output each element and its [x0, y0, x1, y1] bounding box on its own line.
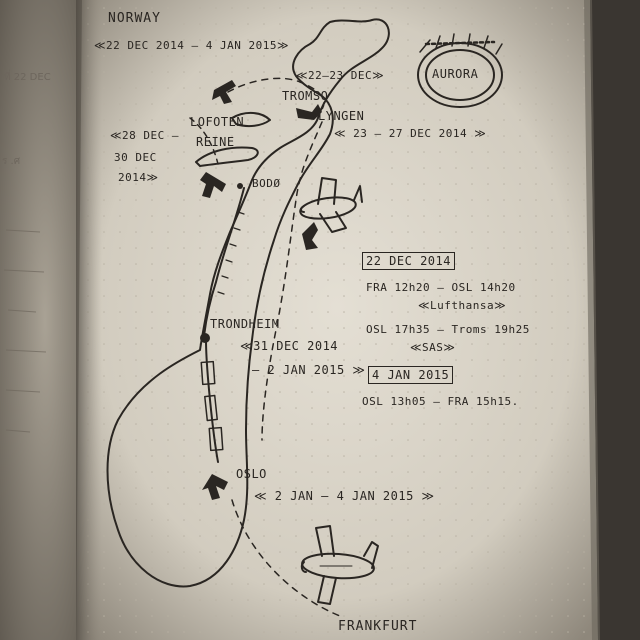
- trondheim-label: TRONDHEIM: [210, 317, 280, 331]
- plane-sketch-mid: [299, 177, 363, 233]
- trondheim-dates-1: ≪31 DEC 2014: [240, 339, 339, 353]
- plane-icon-coast: [302, 222, 318, 250]
- lofoten-dates-3: 2014≫: [118, 171, 159, 184]
- previous-page: [0, 0, 90, 640]
- flight-route-north: [227, 77, 325, 113]
- trip-title: NORWAY: [108, 11, 161, 26]
- flight-day1-line2: OSL 17h35 – Troms 19h25: [366, 323, 530, 336]
- plane-icon-tromso: [296, 104, 322, 120]
- plane-sketch-south: [300, 525, 379, 605]
- trondheim-dates-2: – 2 JAN 2015 ≫: [252, 363, 366, 377]
- flight-day1-header: 22 DEC 2014: [362, 252, 455, 270]
- previous-page-date: ที่ 22 DEC: [4, 72, 51, 83]
- lyngen-dates: ≪ 23 – 27 DEC 2014 ≫: [334, 127, 487, 140]
- aurora-label: AURORA: [432, 67, 479, 81]
- flight-route-inland: [261, 121, 323, 441]
- reine-label: REINE: [196, 135, 235, 149]
- flight-day1-airline1: ≪Lufthansa≫: [418, 299, 507, 312]
- lofoten-label: LOFOTEN: [190, 115, 245, 129]
- railway-line: [203, 187, 245, 463]
- flight-day1-line1: FRA 12h20 – OSL 14h20: [366, 281, 516, 294]
- norway-outline: [106, 18, 390, 588]
- trip-dates: ≪22 DEC 2014 – 4 JAN 2015≫: [94, 39, 289, 52]
- lofoten-dates-2: 30 DEC: [114, 151, 157, 164]
- flight-day1-airline2: ≪SAS≫: [410, 341, 456, 354]
- lyngen-label: LYNGEN: [318, 109, 365, 123]
- tromso-label: TROMSO: [282, 89, 329, 103]
- plane-icon-oslo: [202, 474, 228, 500]
- oslo-dates: ≪ 2 JAN – 4 JAN 2015 ≫: [254, 489, 435, 503]
- flight-route-south: [231, 499, 341, 617]
- bodo-label: BODØ: [252, 177, 281, 190]
- flight-day2-line1: OSL 13h05 – FRA 15h15.: [362, 395, 519, 408]
- oslo-label: OSLO: [236, 467, 267, 481]
- frankfurt-label: FRANKFURT: [338, 619, 418, 634]
- previous-page-note: ร .ศ: [2, 156, 21, 167]
- flight-day2-header: 4 JAN 2015: [368, 366, 454, 384]
- plane-icon-lofoten: [200, 172, 226, 198]
- tromso-dates: ≪22–23 DEC≫: [296, 69, 385, 82]
- plane-icon-north: [212, 80, 236, 104]
- lofoten-dates-1: ≪28 DEC –: [110, 129, 179, 142]
